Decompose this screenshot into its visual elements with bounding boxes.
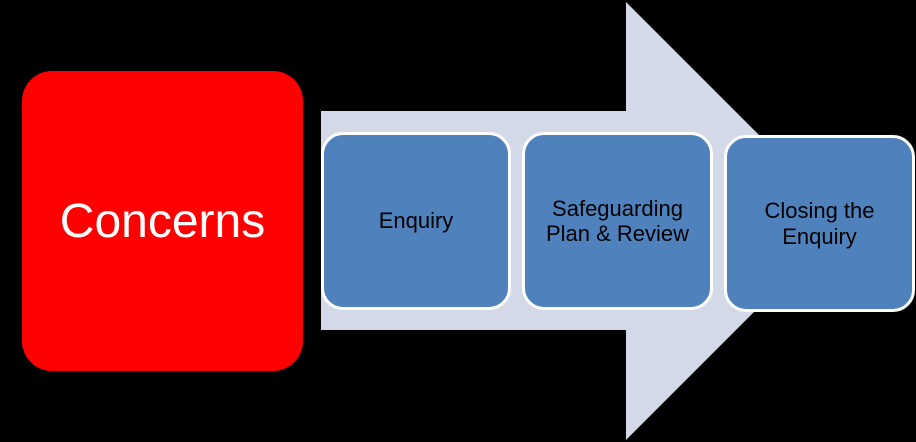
step-box-closing-enquiry: Closing the Enquiry: [724, 135, 915, 312]
step-box-enquiry: Enquiry: [321, 132, 511, 310]
step-label-closing-enquiry: Closing the Enquiry: [764, 198, 875, 249]
concerns-label: Concerns: [59, 194, 266, 248]
step-label-enquiry: Enquiry: [378, 208, 454, 234]
concerns-box: Concerns: [22, 71, 303, 371]
step-label-safeguarding-plan: Safeguarding Plan & Review: [545, 195, 690, 246]
step-box-safeguarding-plan: Safeguarding Plan & Review: [522, 132, 713, 310]
